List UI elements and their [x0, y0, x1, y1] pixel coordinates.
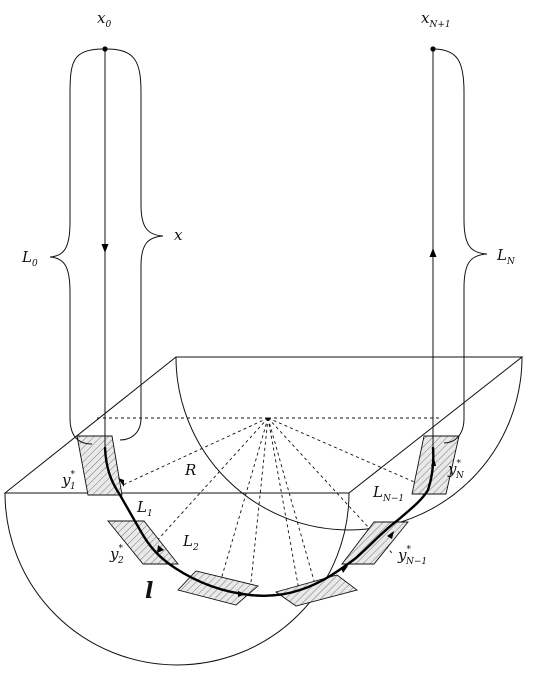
plate-2 — [107, 520, 179, 565]
label-yNm1: y*N−1 — [397, 545, 427, 567]
labels: x0 xN+1 L0 x LN R y*1 L1 y*2 L2 l LN−1 y… — [21, 9, 516, 604]
label-x0: x0 — [97, 9, 111, 30]
label-L1: L1 — [136, 498, 153, 519]
up-arrow-icon — [429, 248, 437, 257]
label-R: R — [184, 461, 196, 479]
hemisphere-arcs — [4, 356, 523, 666]
path-arrow-3-icon — [238, 591, 246, 597]
path-arrow-1-icon — [118, 478, 124, 487]
label-x: x — [174, 226, 183, 244]
radius-spokes — [95, 417, 440, 597]
braces — [49, 48, 488, 445]
down-arrow-icon — [101, 244, 109, 253]
trajectory — [103, 446, 436, 597]
path-arrow-2-icon — [157, 545, 164, 553]
brace-L0 — [49, 48, 105, 445]
vertical-lines — [101, 46, 437, 448]
path-arrow-4-icon — [341, 566, 348, 573]
label-LN: LN — [496, 246, 516, 267]
label-y2: y*2 — [109, 544, 124, 566]
trajectory-path — [103, 446, 435, 597]
path-arrow-6-icon — [431, 458, 436, 466]
front-semicircle-arc — [4, 492, 350, 666]
path-arrow-5-icon — [387, 531, 394, 539]
brace-LN — [432, 48, 488, 444]
label-LNm1: LN−1 — [372, 483, 404, 504]
label-L0: L0 — [21, 248, 38, 269]
plate-4 — [274, 574, 359, 607]
label-y1: y*1 — [61, 470, 76, 492]
start-point-x0 — [102, 46, 108, 52]
label-l: l — [145, 578, 153, 604]
label-L2: L2 — [182, 532, 199, 553]
back-semicircle-arc — [175, 356, 523, 531]
brace-x — [105, 48, 164, 441]
plate-5 — [341, 521, 409, 565]
label-yN: y*N — [447, 459, 465, 481]
label-xN1: xN+1 — [421, 9, 451, 30]
